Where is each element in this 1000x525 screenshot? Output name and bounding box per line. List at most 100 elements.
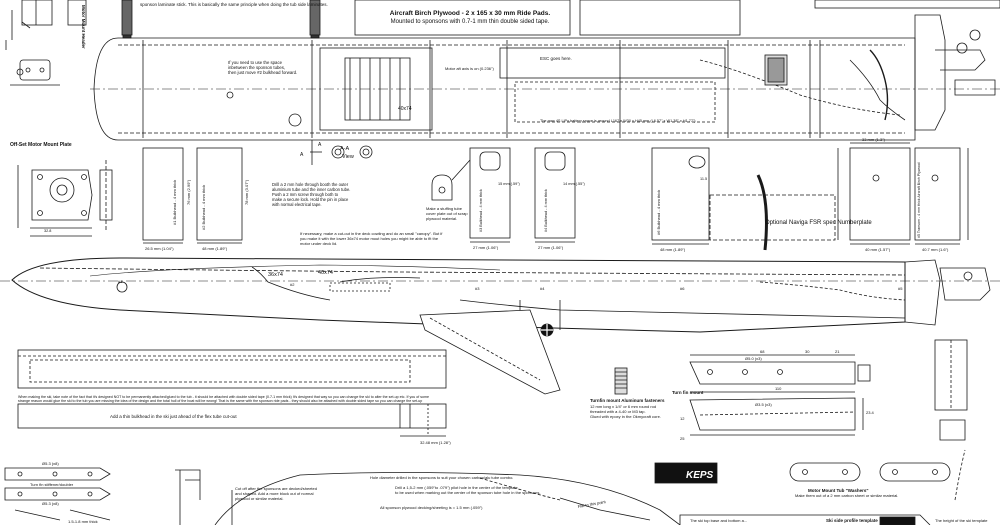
turnfin-dim-110: 110	[775, 386, 782, 391]
stuffing-note-line3: plywood material.	[426, 216, 457, 221]
dim-48-b: 48 mm (1.89")	[660, 247, 686, 252]
flat-to-point: Flat to this point	[577, 499, 607, 509]
bottom-clip-drawing	[175, 469, 201, 525]
turnfin-dim-23-4: 23.4	[866, 410, 875, 415]
top-left-motor-header	[5, 0, 60, 86]
hull-pos-4: #4	[540, 286, 545, 291]
spacer-note-line1: If you need to use the space	[228, 60, 283, 65]
aluminium-line1: 12 mm long x 1/4" or 6 mm round rod	[590, 404, 656, 409]
canopy-note-line2: you make it with the lower 36x74 motor m…	[300, 236, 439, 241]
dim-27-b: 27 mm (1.06")	[538, 245, 564, 250]
hole-diameter-line2: Drill a 1,5-2 mm (.059"to .079") pilot h…	[395, 485, 518, 490]
top-note-line1: Aircraft Birch Plywood - 2 x 165 x 30 mm…	[390, 10, 551, 17]
dim-26-5: 26.5 mm (1.04")	[145, 246, 174, 251]
ride-pad-outline	[354, 0, 571, 36]
drill-note-line5: with normal electrical tape.	[272, 202, 322, 207]
motor-mount-plate-drawing	[17, 160, 113, 237]
section-view-a	[310, 140, 373, 165]
spacer-note-line3: then just move #2 bulkhead forward.	[228, 70, 297, 75]
ski-note-line1: When making the ski, take note of the fa…	[18, 395, 429, 399]
tub-top-view	[90, 37, 1000, 141]
hole-diameter-line3: to be used when marking out the center o…	[395, 490, 540, 495]
hull-mark-36x74: 36x74	[268, 272, 283, 278]
thickness-note: 1.5-1.8 mm thick	[68, 519, 98, 524]
drill-note-line1: Drill a 2 mm hole through booth the oute…	[272, 182, 349, 187]
motor-aft-note: Motor aft axis is on (0.236")	[445, 66, 494, 71]
dim-48-a: 48 mm (1.89")	[202, 246, 228, 251]
ski-drawing	[17, 349, 447, 437]
logo-block	[654, 462, 718, 484]
stiffener-hole-2: Ø5.3 (x8)	[42, 501, 59, 506]
aluminium-fastener	[614, 367, 628, 395]
turn-fin-side	[419, 309, 561, 395]
canopy-note-line3: motor under deck lid.	[300, 241, 337, 246]
hole-diameter-line1: Hole diameter drilled in the sponsons to…	[370, 475, 513, 480]
hull-pos-6: #6	[680, 286, 685, 291]
dim-32-8: 32.8	[44, 229, 51, 233]
ski-height-note: The height of the ski template	[935, 518, 988, 523]
motor-mount-washers	[789, 462, 951, 482]
cutoff-note-line2: and shaped. Add a more block out of norm…	[235, 491, 314, 496]
bulkhead-4-label: #4 Bulkhead - 4 mm thick	[544, 189, 548, 232]
aluminium-line3: Glued with epoxy in the Okmycraft core.	[590, 414, 661, 419]
title-block	[814, 0, 1000, 9]
stuffing-tube-plate	[431, 159, 471, 201]
sponson-template	[214, 472, 681, 525]
hull-pos-5: #5	[898, 286, 903, 291]
numberplate-label: Optional Naviga FSR spec Numberplate	[765, 220, 872, 226]
washers-line1: Make them out of a 2 mm carbon sheet or …	[795, 493, 898, 498]
cutoff-note-line3: plywood or similar material.	[235, 496, 283, 501]
ride-pad-outline-2	[579, 0, 741, 36]
sponson-note: sponson laminate stick. This is basicall…	[140, 2, 328, 7]
turnfin-mount-title: Turn fin mount	[672, 390, 704, 395]
turn-fin-stiffener-doubler	[4, 467, 111, 521]
section-a-right: A	[318, 142, 322, 148]
ski-side-profile-outline	[679, 514, 931, 525]
bulkhead-1-label: #1 Bulkhead - 4 mm thick	[172, 180, 177, 225]
turnfin-dim-21: 21	[835, 349, 840, 354]
dim-15: 15 mm (.59")	[498, 182, 521, 186]
dim-40-7: 40.7 mm (1.6")	[922, 247, 949, 252]
cutoff-note-line1: Cut off after the sponsons are decked/sh…	[235, 486, 317, 491]
ski-top-base: The ski top base and bottom a...	[690, 518, 747, 523]
keps-logo: KEPS	[686, 470, 714, 481]
stuffing-note-line1: Make a stuffing tube	[426, 206, 463, 211]
dim-14: 14 mm (.55")	[563, 182, 586, 186]
dim-11-5: 11.5	[700, 177, 707, 181]
drill-note-line3: Push a 2 mm screw through both to	[272, 192, 339, 197]
turnfin-dim-30: 30	[805, 349, 810, 354]
drill-note-line4: make a secure lock. Hold the pin in plac…	[272, 197, 349, 202]
hull-pos-3: #3	[475, 286, 480, 291]
motor-size-label: 40x74	[398, 106, 412, 112]
thin-bulkhead-note: Add a thin bulkhead in the ski just ahea…	[110, 414, 237, 419]
washers-title: Motor Mount Tub "Washers"	[808, 488, 869, 493]
dim-27-a: 27 mm (1.06")	[473, 245, 499, 250]
turnfin-hole-a: Ø5.0 (x3)	[745, 356, 762, 361]
aluminium-line2: threaded with a 4-40 or M3 tap.	[590, 409, 646, 414]
ski-side-profile-title: Ski side profile template	[826, 518, 878, 523]
esc-note: ESC goes here.	[540, 56, 572, 61]
section-aa-label: A-A	[340, 146, 350, 152]
dim-76-a: 76 mm (2.99")	[186, 179, 191, 205]
dim-78: 78 mm (3.07")	[244, 179, 249, 205]
spacer-note-line2: inbetween the sponson tubes,	[228, 65, 285, 70]
drawing-labels: Aircraft Birch Plywood - 2 x 165 x 30 mm…	[10, 2, 988, 524]
section-aa-view: View	[342, 154, 354, 160]
hull-pos-1: #1	[118, 279, 123, 284]
stuffing-note-line2: cover plate out of scrap	[426, 211, 468, 216]
turnfin-dim-68: 68	[760, 349, 765, 354]
transom-hardware-top	[764, 14, 996, 138]
top-note-line2: Mounted to sponsons with 0.7-1 mm thin d…	[391, 19, 550, 25]
aluminium-title: Turnfin mount Aluminum fasteners	[590, 398, 665, 403]
sponson-decking: All sponson plywood decking/sheeting is …	[380, 505, 483, 510]
numberplate-outline	[709, 174, 836, 251]
drill-note-line2: aluminium tube and the inner carbon tube…	[272, 187, 350, 192]
bulkheads-row	[142, 142, 969, 245]
battery-note: The max 4S LiPo battery space is around …	[540, 119, 696, 123]
hull-mark-40x74: 40x74	[318, 270, 333, 276]
section-a-left: A	[300, 152, 304, 158]
motor-mount-header-title: Motor Mount Header	[81, 5, 86, 49]
dim-40: 40 mm (1.57")	[865, 247, 891, 252]
